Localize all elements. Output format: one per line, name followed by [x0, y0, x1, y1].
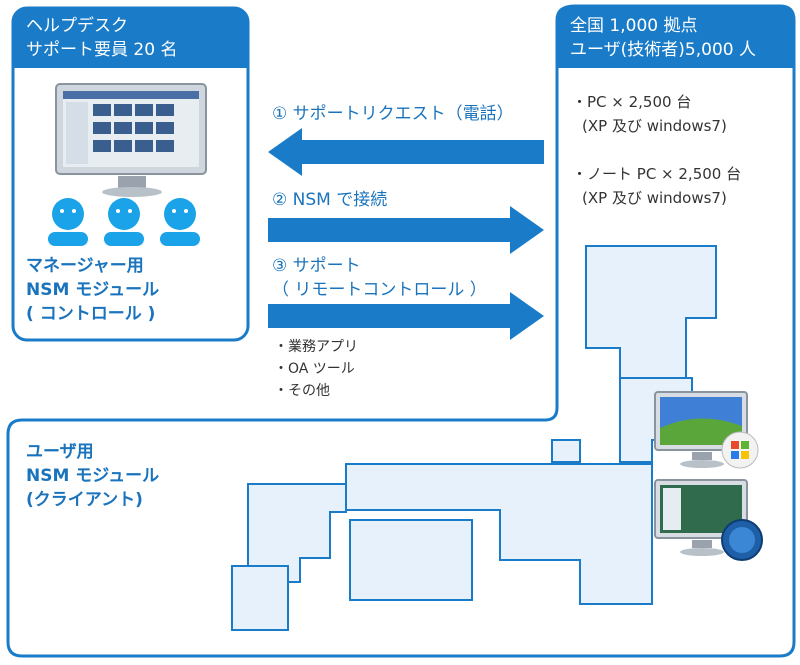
operator-icon [160, 198, 200, 246]
helpdesk-title-line2: サポート要員 20 名 [26, 40, 178, 60]
arrow-nsm-connect [268, 206, 544, 254]
pc-count: ・PC × 2,500 台 (XP 及び windows7) [572, 90, 727, 138]
step3-line2: （ リモートコントロール ） [272, 280, 487, 300]
client-module-label: ユーザ用 NSM モジュール (クライアント) [26, 440, 159, 512]
remote-app-list: ・業務アプリ ・OA ツール ・その他 [274, 336, 358, 402]
notebook-count: ・ノート PC × 2,500 台 (XP 及び windows7) [572, 162, 741, 210]
notebook-count-line1: ・ノート PC × 2,500 台 [572, 165, 742, 183]
support-operator-icons [48, 198, 200, 246]
helpdesk-title-line1: ヘルプデスク [26, 16, 128, 36]
helpdesk-title: ヘルプデスク サポート要員 20 名 [26, 14, 177, 62]
win7-client-pc [654, 479, 763, 561]
step1-label: ① サポートリクエスト（電話） [272, 104, 514, 124]
app-list-item: ・その他 [274, 383, 330, 399]
arrow-remote-control [268, 292, 544, 340]
client-module-line1: ユーザ用 [26, 442, 94, 462]
helpdesk-header-band [13, 8, 248, 68]
pc-count-line2: (XP 及び windows7) [582, 117, 727, 135]
manager-module-label: マネージャー用 NSM モジュール ( コントロール ) [26, 254, 159, 326]
windows-xp-icon [721, 431, 759, 469]
app-list-item: ・業務アプリ [274, 339, 358, 355]
app-list-item: ・OA ツール [274, 361, 355, 377]
map-kyushu-south [231, 565, 289, 631]
sites-title-line1: 全国 1,000 拠点 [570, 16, 698, 36]
client-module-line2: NSM モジュール [26, 466, 160, 486]
sites-title-line2: ユーザ(技術者)5,000 人 [570, 40, 756, 60]
operator-icon [104, 198, 144, 246]
arrow-support-request [268, 128, 544, 176]
helpdesk-monitor [55, 83, 207, 197]
operator-icon [48, 198, 88, 246]
step3-label: ③ サポート （ リモートコントロール ） [272, 254, 487, 302]
xp-client-pc [654, 391, 759, 469]
map-shikoku [349, 519, 473, 601]
manager-module-line3: ( コントロール ) [26, 304, 156, 324]
manager-module-line1: マネージャー用 [26, 256, 144, 276]
sites-title: 全国 1,000 拠点 ユーザ(技術者)5,000 人 [570, 14, 756, 62]
client-module-line3: (クライアント) [26, 490, 143, 510]
notebook-count-line2: (XP 及び windows7) [582, 189, 727, 207]
sites-header-band [557, 6, 794, 68]
step3-line1: ③ サポート [272, 256, 361, 276]
map-island [551, 439, 581, 463]
step2-label: ② NSM で接続 [272, 190, 388, 210]
pc-count-line1: ・PC × 2,500 台 [572, 93, 692, 111]
map-honshu [345, 463, 653, 605]
manager-module-line2: NSM モジュール [26, 280, 160, 300]
